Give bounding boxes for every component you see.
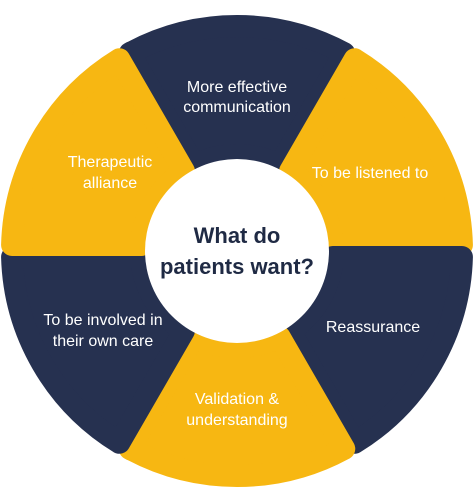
label-validation-line-1: Validation & bbox=[195, 391, 280, 408]
center-circle bbox=[145, 159, 329, 343]
label-reassurance: Reassurance bbox=[326, 319, 420, 336]
label-alliance-line-2: alliance bbox=[83, 175, 137, 192]
label-involved-line-2: their own care bbox=[53, 333, 154, 350]
label-communication-line-1: More effective bbox=[187, 79, 287, 96]
segment-communication bbox=[118, 15, 356, 177]
center-title-line-1: What do bbox=[194, 223, 281, 248]
label-involved-line-1: To be involved in bbox=[43, 312, 162, 329]
label-validation-line-2: understanding bbox=[186, 412, 287, 429]
segment-reassurance bbox=[279, 246, 473, 454]
center-title-line-2: patients want? bbox=[160, 254, 314, 279]
segment-involved bbox=[1, 246, 195, 454]
segment-listened bbox=[279, 48, 473, 256]
label-listened: To be listened to bbox=[312, 165, 429, 182]
label-alliance-line-1: Therapeutic bbox=[68, 154, 153, 171]
segment-validation bbox=[118, 325, 356, 487]
segment-alliance bbox=[1, 48, 195, 256]
label-communication-line-2: communication bbox=[183, 99, 291, 116]
